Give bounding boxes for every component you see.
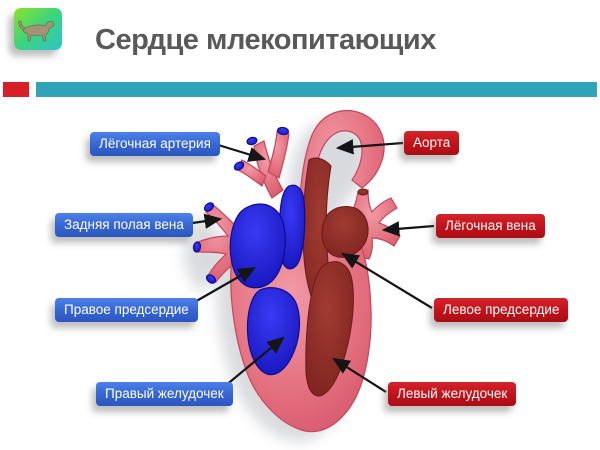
arrow-left-atrium [341,252,433,309]
arrow-aorta [335,139,404,155]
arrow-pulmonary-vein [381,221,435,237]
vessel-cap [205,274,217,284]
animal-photo-icon [14,8,62,50]
label-left-ventricle: Левый желудочек [388,382,517,406]
pulmonary-artery-branch-shape [267,131,290,179]
arrow-left-ventricle [332,357,387,393]
vena-cava-superior-stub-shape [237,159,267,187]
right-atrium-shape [229,203,286,289]
divider-teal-bar [36,82,597,97]
vessel-cap [276,126,290,136]
animal-photo-graphic [14,8,62,50]
pulmonary-vein-cap [357,188,369,196]
vessel-cap [203,202,215,212]
right-chambers-group [192,126,306,376]
right-ventricle-shape [246,287,301,376]
divider-red-segment [3,82,29,97]
label-right-atrium: Правое предсердие [55,298,198,322]
vessel-cap [192,241,202,253]
label-left-atrium: Левое предсердие [434,298,569,322]
arrow-pulmonary-artery [214,142,267,162]
label-aorta: Аорта [404,131,460,155]
vessel-cap [233,161,245,171]
label-pulmonary-vein: Лёгочная вена [436,214,545,238]
label-right-ventricle: Правый желудочек [96,382,233,406]
label-posterior-vena-cava: Задняя полая вена [55,213,193,237]
page-title: Сердце млекопитающих [95,24,436,56]
label-pulmonary-artery: Лёгочная артерия [90,132,220,156]
vessel-cap [246,136,258,146]
